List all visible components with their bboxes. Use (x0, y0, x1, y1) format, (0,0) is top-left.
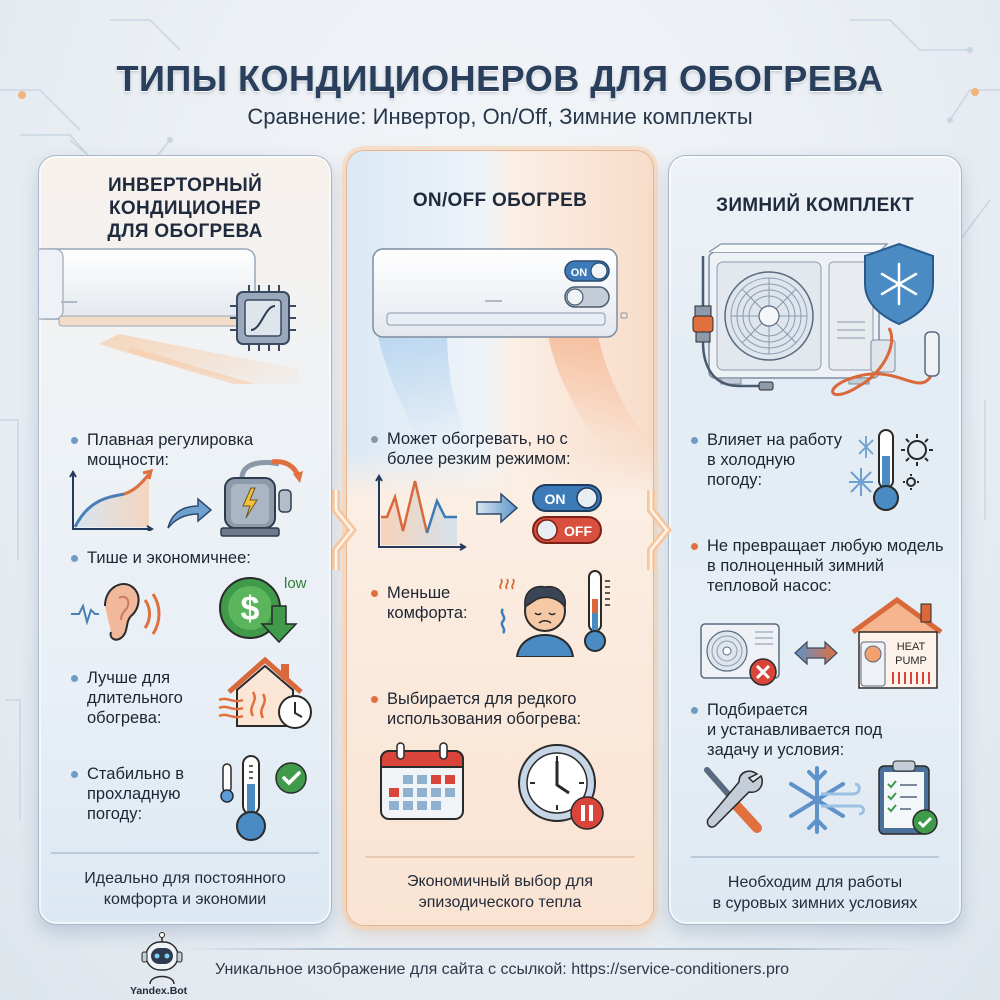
clock-pause-icon (518, 744, 604, 830)
heat-pump-house-icon: HEAT PUMP (851, 596, 943, 689)
bullet-sharper-mode: Может обогревать, но с более резким режи… (371, 429, 571, 469)
uncomfortable-person-icon (499, 570, 610, 657)
bullet-less-comfort: Меньше комфорта: (371, 583, 468, 623)
on-off-toggles-icon: ON OFF (532, 484, 602, 544)
on-off-ac-unit-icon: ON (372, 248, 647, 441)
svg-text:ON: ON (545, 491, 566, 507)
card-title: ON/OFF ОБОГРЕВ (412, 190, 588, 211)
chevron-right-icon (332, 490, 358, 570)
dollar-down-icon: $ low (219, 575, 307, 644)
outdoor-unit-x-icon (700, 623, 780, 686)
checklist-icon (878, 760, 938, 835)
bullet-long-heating: Лучше для длительного обогрева: (71, 668, 183, 728)
ear-sound-icon (71, 583, 161, 641)
arrow-icon (476, 492, 519, 524)
card-footer-summary: Идеально для постоянного комфорта и экон… (84, 870, 286, 908)
card-title: ИНВЕРТОРНЫЙ КОНДИЦИОНЕР ДЛЯ ОБОГРЕВА (107, 175, 263, 242)
snowflake-thermometer-gear-icon (849, 429, 933, 511)
chevron-right-icon (647, 490, 673, 570)
bullet-quieter: Тише и экономичнее: (71, 548, 251, 568)
compressor-icon (220, 459, 303, 537)
card-winter-kit: ЗИМНИЙ КОМПЛЕКТ (668, 155, 962, 925)
arrow-icon (167, 497, 213, 529)
page-subtitle: Сравнение: Инвертор, On/Off, Зимние комп… (247, 104, 753, 129)
outdoor-unit-winter-kit-icon (692, 242, 940, 397)
card-footer-summary: Экономичный выбор для эпизодического теп… (406, 873, 594, 911)
tools-icon (704, 767, 763, 833)
low-badge: low (284, 575, 307, 592)
smooth-growth-chart-icon (69, 469, 154, 531)
snowflake-wind-icon (789, 766, 865, 834)
card-divider (691, 856, 939, 858)
card-inverter: ИНВЕРТОРНЫЙ КОНДИЦИОНЕР ДЛЯ ОБОГРЕВА (38, 155, 332, 925)
bullet-rare-use: Выбирается для редкого использования обо… (371, 689, 581, 729)
warm-house-clock-icon (218, 656, 312, 729)
robot-avatar-icon (141, 932, 183, 984)
spiky-chart-icon (375, 474, 467, 551)
card-on-off: ON/OFF ОБОГРЕВ ON Может обогревать, но с… (346, 150, 654, 926)
bullet-selected-installed: Подбирается и устанавливается под задачу… (691, 700, 882, 760)
bullet-smooth-power: Плавная регулировка мощности: (71, 430, 253, 470)
svg-text:$: $ (241, 590, 260, 628)
footer-credit-text: Уникальное изображение для сайта с ссылк… (215, 961, 790, 978)
double-arrow-icon (794, 640, 838, 666)
card-footer-summary: Необходим для работы в суровых зимних ус… (712, 874, 918, 912)
bot-label: Yandex.Bot (130, 985, 188, 997)
svg-text:ON: ON (571, 267, 588, 279)
bullet-cold-weather: Влияет на работу в холодную погоду: (691, 430, 842, 490)
card-title: ЗИМНИЙ КОМПЛЕКТ (716, 195, 914, 216)
thermometer-check-icon (220, 755, 307, 841)
svg-text:HEAT: HEAT (897, 641, 926, 653)
bullet-stable-cool-weather: Стабильно в прохладную погоду: (71, 764, 184, 824)
page-title: ТИПЫ КОНДИЦИОНЕРОВ ДЛЯ ОБОГРЕВА (116, 58, 884, 99)
footer-divider (180, 948, 920, 950)
bullet-not-full-heat-pump: Не превращает любую модель в полноценный… (691, 536, 944, 596)
card-divider (51, 852, 319, 854)
calendar-icon (380, 742, 464, 820)
inverter-ac-unit-icon (39, 248, 299, 384)
card-divider (365, 856, 635, 858)
svg-text:OFF: OFF (564, 523, 592, 539)
svg-text:PUMP: PUMP (895, 655, 927, 667)
